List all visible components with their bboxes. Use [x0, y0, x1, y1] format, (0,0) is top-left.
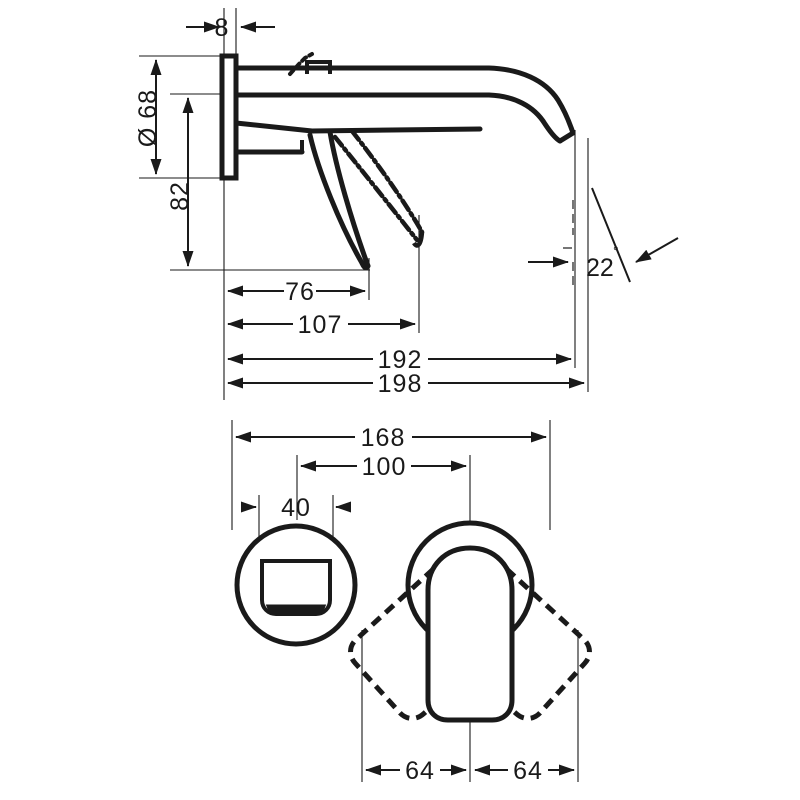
dim-label-diameter-68: Ø 68	[134, 89, 162, 147]
dim-spout-projection: 192	[227, 346, 572, 374]
dim-lever-swing-left: 64	[365, 757, 467, 785]
lever-phantom-tip	[412, 231, 425, 248]
dim-label-82: 82	[166, 181, 194, 211]
outlet-aerator	[265, 604, 327, 613]
dim-escutcheon-diameter: Ø 68	[134, 59, 162, 175]
dim-outlet-angle: 22 °	[528, 187, 679, 290]
dim-spout-outlet-width: 40	[241, 494, 351, 522]
lever-handle-swivel-left	[348, 554, 450, 721]
dim-label-64-left: 64	[405, 757, 435, 785]
dim-overall-projection: 198	[227, 370, 585, 398]
degree-symbol: °	[613, 243, 619, 259]
dim-centre-distance: 100	[300, 453, 467, 481]
dim-handle-reach: 107	[227, 311, 416, 339]
dim-lever-projection: 76	[227, 278, 366, 306]
lever-handle-phantom-side	[332, 128, 425, 243]
dim-overall-width: 168	[235, 424, 547, 452]
front-plan-view: 168 100 40 64 64	[231, 420, 592, 785]
dim-spout-height: 82	[166, 97, 194, 267]
side-extension-lines	[139, 8, 589, 400]
dim-label-192: 192	[378, 346, 423, 374]
dim-label-76: 76	[285, 278, 315, 306]
escutcheon-plate-side	[219, 53, 239, 181]
body-cap-detail	[288, 52, 332, 76]
dim-label-40: 40	[281, 494, 311, 522]
lever-handle	[425, 545, 515, 723]
dim-lever-swing-right: 64	[474, 757, 575, 785]
dim-label-8: 8	[215, 14, 230, 42]
dim-label-64-right: 64	[513, 757, 543, 785]
dim-label-168: 168	[361, 424, 406, 452]
dim-label-107: 107	[298, 311, 343, 339]
spout-outlet	[260, 559, 332, 616]
outlet-axis-line	[591, 187, 631, 283]
dim-label-198: 198	[378, 370, 423, 398]
lever-handle-swivel-right	[490, 554, 592, 721]
dim-label-22: 22	[586, 254, 614, 282]
lever-handle-side	[307, 129, 371, 271]
dim-label-100: 100	[362, 453, 407, 481]
dim-wall-plate-thickness: 8	[186, 14, 275, 42]
side-elevation-view: 8 Ø 68 82 76 107 192	[134, 8, 679, 400]
